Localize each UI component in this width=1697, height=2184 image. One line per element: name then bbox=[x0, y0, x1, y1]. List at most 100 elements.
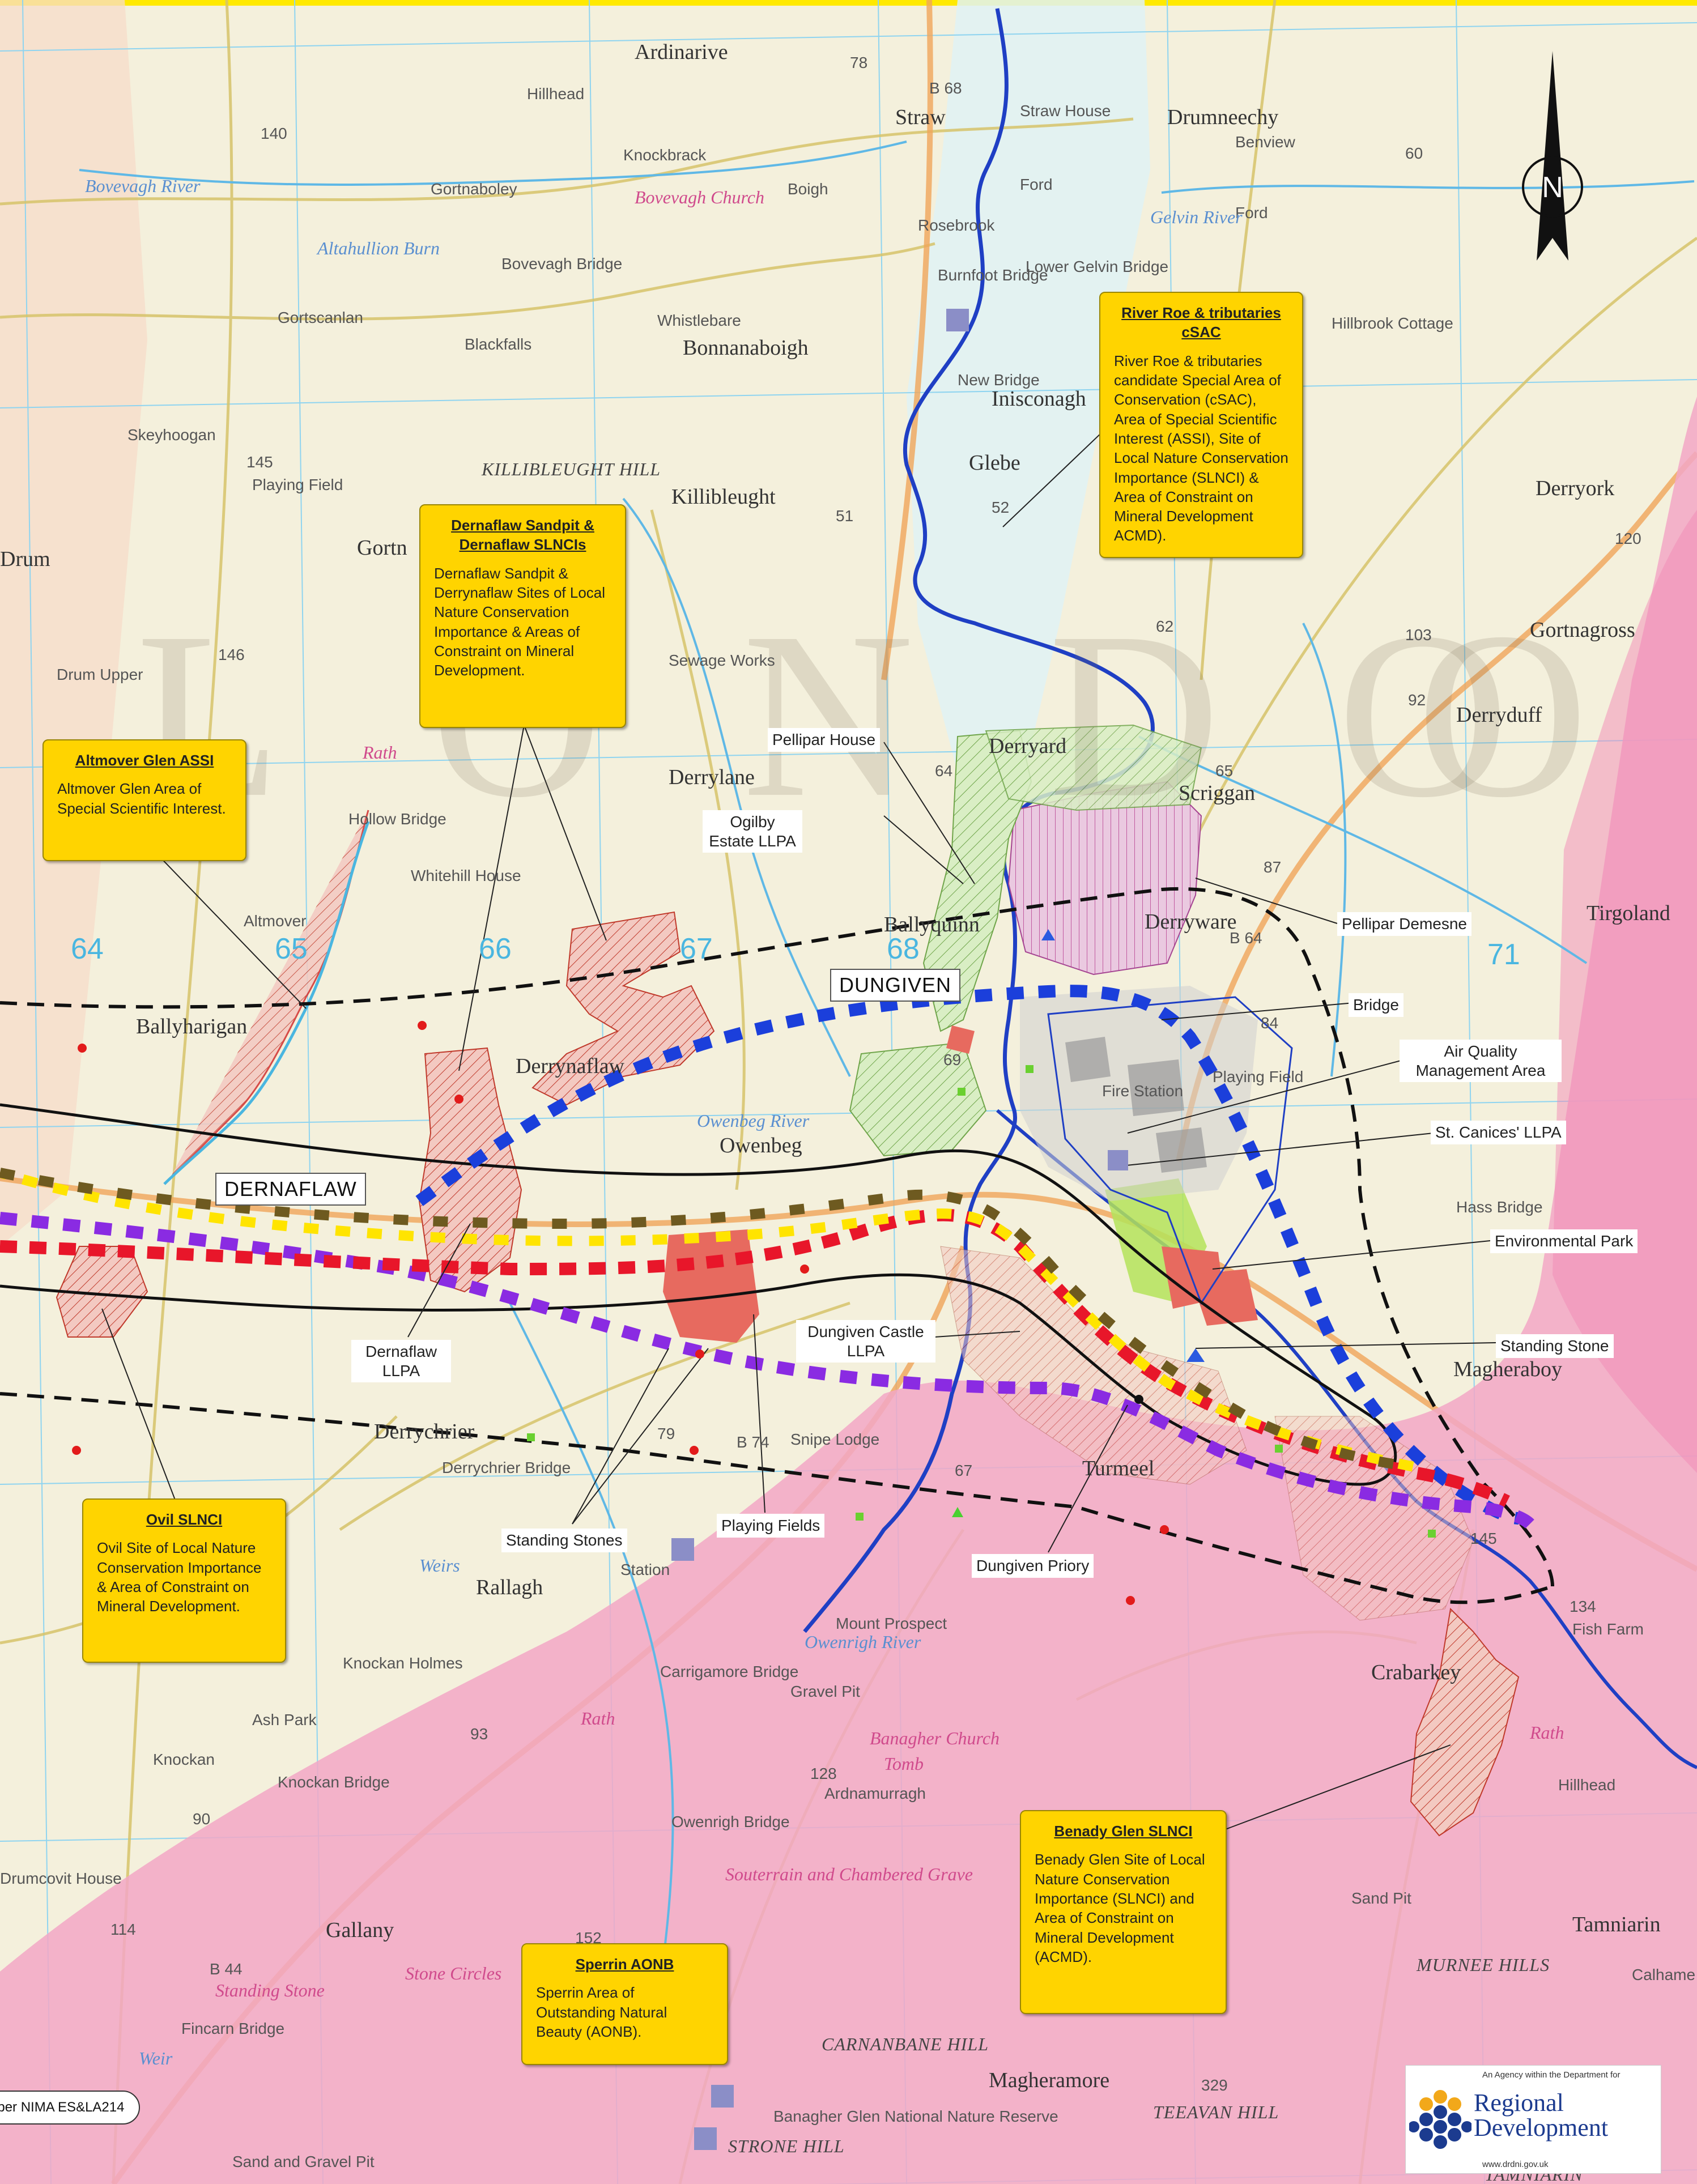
place-label-glebe: Glebe bbox=[969, 451, 1020, 475]
logo-mark-icon bbox=[1409, 2090, 1471, 2149]
place-label-calhame-bridge: Calhame Bridge bbox=[1632, 1966, 1697, 1983]
callout-title: Benady Glen SLNCI bbox=[1054, 1823, 1193, 1840]
place-label-snipe-lodge: Snipe Lodge bbox=[790, 1431, 880, 1448]
label-dungiven-priory: Dungiven Priory bbox=[972, 1554, 1094, 1578]
label-playing-fields: Playing Fields bbox=[717, 1514, 825, 1538]
limit-dashed-north bbox=[0, 887, 1554, 1587]
spot-height: 114 bbox=[110, 1921, 136, 1938]
logo-website: www.drdni.gov.uk bbox=[1482, 2160, 1549, 2169]
callout-altmover-glen[interactable]: Altmover Glen ASSI Altmover Glen Area of… bbox=[42, 739, 246, 861]
place-label-magheramore: Magheramore bbox=[989, 2068, 1110, 2092]
place-label-ash-park: Ash Park bbox=[252, 1711, 317, 1729]
place-label-derryduff: Derryduff bbox=[1456, 703, 1542, 727]
place-label-owenbeg: Owenbeg bbox=[720, 1134, 802, 1157]
callout-body: Ovil Site of Local Nature Conservation I… bbox=[97, 1539, 262, 1615]
place-label-mount-prospect: Mount Prospect bbox=[836, 1615, 947, 1632]
altmover-stream bbox=[163, 821, 370, 1185]
ogilby-north-area bbox=[985, 724, 1202, 811]
label-st-canices: St. Canices' LLPA bbox=[1431, 1121, 1566, 1144]
turmeel-area bbox=[1274, 1416, 1474, 1621]
place-label-derrylane: Derrylane bbox=[669, 765, 755, 789]
place-label-banagher-glen: Banagher Glen National Nature Reserve bbox=[773, 2108, 1058, 2125]
spot-height: 90 bbox=[193, 1810, 211, 1828]
place-label-straw-house: Straw House bbox=[1020, 102, 1111, 120]
place-label-owenrigh-river: Owenrigh River bbox=[805, 1632, 921, 1652]
place-label-strone-hill: STRONE HILL bbox=[728, 2136, 845, 2156]
callout-body: Sperrin Area of Outstanding Natural Beau… bbox=[536, 1984, 667, 2040]
place-label-bovevagh-river: Bovevagh River bbox=[85, 176, 201, 196]
place-label-b74: B 74 bbox=[737, 1433, 769, 1451]
spot-height: 103 bbox=[1405, 626, 1432, 644]
north-arrow-icon: N bbox=[1522, 51, 1583, 261]
place-label-inisconagh: Inisconagh bbox=[992, 387, 1086, 411]
town-label-dungiven: DUNGIVEN bbox=[830, 969, 961, 1002]
spot-height: 140 bbox=[261, 125, 287, 142]
spot-height: 87 bbox=[1264, 858, 1282, 876]
place-label-derryard: Derryard bbox=[989, 734, 1067, 758]
label-ogilby-estate: Ogilby Estate LLPA bbox=[703, 810, 802, 853]
place-label-ford-1: Ford bbox=[1020, 176, 1053, 193]
callout-benady-glen[interactable]: Benady Glen SLNCI Benady Glen Site of Lo… bbox=[1020, 1810, 1227, 2014]
sperrin-aonb-area bbox=[0, 397, 1697, 2184]
label-air-quality: Air Quality Management Area bbox=[1400, 1040, 1562, 1083]
spot-height: 52 bbox=[992, 499, 1010, 516]
place-label-station: Station bbox=[620, 1561, 670, 1578]
place-label-drumneechy: Drumneechy bbox=[1167, 105, 1279, 129]
place-label-altmover: Altmover bbox=[244, 912, 307, 930]
background-letter: N bbox=[742, 583, 915, 846]
callout-sperrin-aonb[interactable]: Sperrin AONB Sperrin Area of Outstanding… bbox=[521, 1943, 728, 2065]
callout-ovil[interactable]: Ovil SLNCI Ovil Site of Local Nature Con… bbox=[82, 1498, 286, 1663]
callout-title: Sperrin AONB bbox=[575, 1956, 674, 1973]
place-label-owenbeg-river: Owenbeg River bbox=[697, 1110, 810, 1131]
spot-height: 79 bbox=[657, 1425, 675, 1442]
place-label-knockan: Knockan bbox=[153, 1751, 215, 1768]
label-environmental-park: Environmental Park bbox=[1490, 1229, 1638, 1253]
place-label-hillbrook-cottage: Hillbrook Cottage bbox=[1332, 314, 1453, 332]
place-label-hillhead: Hillhead bbox=[527, 85, 585, 103]
place-label-b68: B 68 bbox=[929, 79, 962, 97]
callout-body: Benady Glen Site of Local Nature Conserv… bbox=[1035, 1851, 1205, 1965]
place-label-crabarkey: Crabarkey bbox=[1371, 1661, 1461, 1684]
background-letter: D bbox=[1048, 583, 1220, 846]
callout-title: Altmover Glen ASSI bbox=[75, 752, 214, 769]
spot-height: 329 bbox=[1201, 2076, 1228, 2094]
place-label-knockan-holmes: Knockan Holmes bbox=[343, 1654, 463, 1672]
callout-river-roe[interactable]: River Roe & tributaries cSAC River Roe &… bbox=[1099, 292, 1303, 558]
place-label-rosebrook: Rosebrook bbox=[918, 216, 995, 234]
spot-height: 69 bbox=[943, 1051, 962, 1068]
place-label-teeavan-hill: TEEAVAN HILL bbox=[1153, 2102, 1279, 2122]
grid-number: 68 bbox=[887, 933, 920, 965]
place-label-b44: B 44 bbox=[210, 1960, 243, 1978]
spot-height: 145 bbox=[1470, 1530, 1497, 1547]
place-label-whitehill-house: Whitehill House bbox=[411, 867, 521, 884]
place-label-fish-farm: Fish Farm bbox=[1572, 1620, 1644, 1638]
callout-title: Dernaflaw Sandpit & Dernaflaw SLNCIs bbox=[451, 517, 594, 554]
leader-lines bbox=[101, 407, 1496, 1830]
grid-number: 64 bbox=[71, 933, 104, 965]
spot-height: 134 bbox=[1570, 1598, 1596, 1615]
place-label-derryork: Derryork bbox=[1536, 476, 1615, 500]
place-label-ford-2: Ford bbox=[1235, 204, 1268, 222]
place-label-bonnanaboigh: Bonnanaboigh bbox=[683, 336, 809, 360]
callout-title: Ovil SLNCI bbox=[146, 1511, 223, 1528]
spot-height: 120 bbox=[1615, 530, 1641, 547]
place-label-hass-bridge: Hass Bridge bbox=[1456, 1198, 1543, 1216]
place-label-magheraboy: Magheraboy bbox=[1453, 1357, 1563, 1381]
callout-body: Dernaflaw Sandpit & Derrynaflaw Sites of… bbox=[434, 564, 606, 679]
north-label: N bbox=[1542, 171, 1563, 204]
place-label-lower-gelvin-bridge: Lower Gelvin Bridge bbox=[1026, 258, 1169, 275]
callout-dernaflaw-sandpit[interactable]: Dernaflaw Sandpit & Dernaflaw SLNCIs Der… bbox=[419, 504, 626, 728]
playing-fields-area bbox=[663, 1229, 759, 1343]
spot-height: 145 bbox=[246, 453, 273, 471]
place-label-gortnaboley: Gortnaboley bbox=[431, 180, 517, 198]
place-label-derrychrier: Derrychrier bbox=[374, 1420, 475, 1444]
logo-agency-text: An Agency within the Department for bbox=[1482, 2070, 1621, 2080]
place-label-banagher-church: Banagher Church bbox=[870, 1728, 1000, 1748]
place-label-killibleught-hill: KILLIBLEUGHT HILL bbox=[482, 459, 661, 479]
place-label-b64: B 64 bbox=[1230, 929, 1262, 947]
place-label-knockan-bridge: Knockan Bridge bbox=[278, 1773, 390, 1791]
spot-height: 93 bbox=[470, 1725, 488, 1743]
label-bridge: Bridge bbox=[1349, 993, 1403, 1017]
town-blocks bbox=[1065, 1037, 1207, 1173]
